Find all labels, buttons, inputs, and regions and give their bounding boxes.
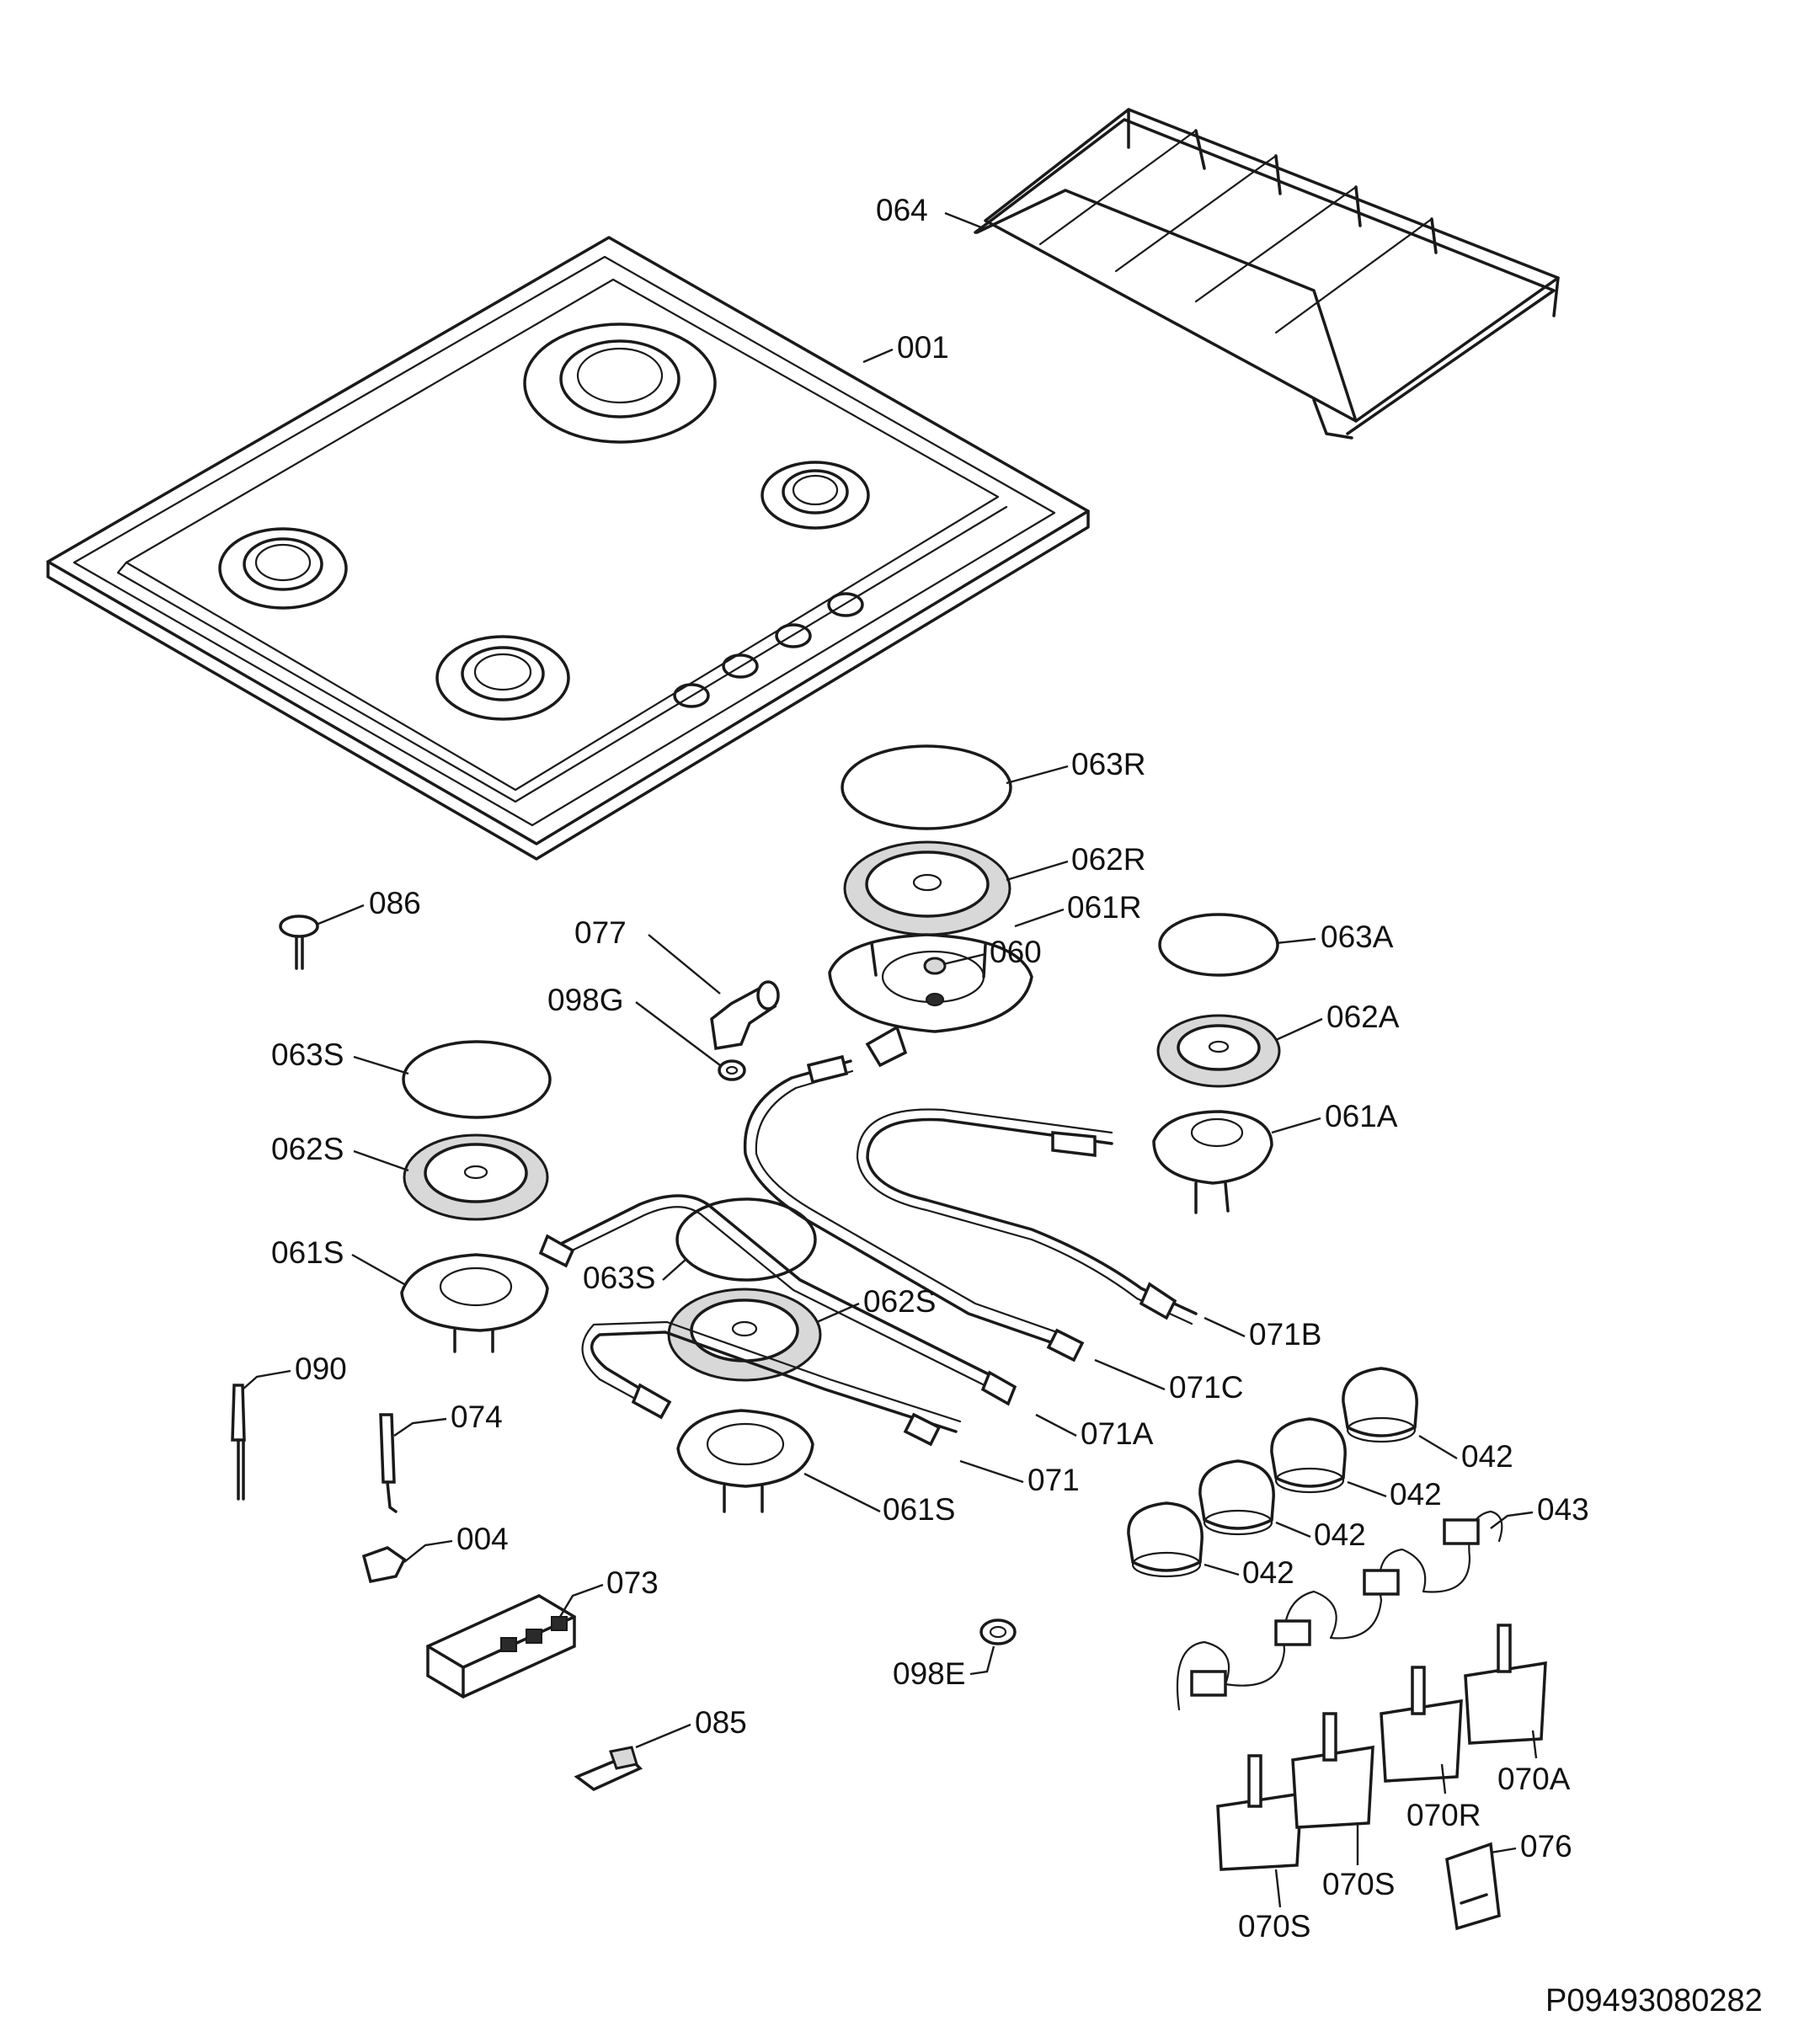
- hob-burner-right: [761, 461, 870, 530]
- label-061R: 061R: [1067, 890, 1141, 925]
- label-063R: 063R: [1071, 747, 1145, 781]
- label-071: 071: [1027, 1463, 1080, 1497]
- label-062S-left: 062S: [271, 1132, 344, 1166]
- gas-tap-070S-a: [1216, 1754, 1303, 1871]
- semi-burner-cap-063S-center: [675, 1197, 817, 1282]
- label-004: 004: [456, 1522, 509, 1556]
- knob-hole-2: [722, 653, 759, 679]
- washer-098G: [718, 1059, 746, 1081]
- rapid-burner-base-061R: [828, 933, 1033, 1068]
- ignition-electrode-074: [379, 1413, 398, 1513]
- elbow-connector-077: [710, 980, 780, 1051]
- gas-pipe-071B: [856, 1108, 1198, 1325]
- gas-pipe-071C: [743, 1054, 1085, 1362]
- knob-042-3: [1270, 1417, 1347, 1494]
- aux-burner-crown-062A: [1156, 1014, 1281, 1088]
- ignition-unit-073: [426, 1594, 576, 1698]
- semi-burner-cap-063S-left: [402, 1040, 552, 1119]
- label-062S-center: 062S: [863, 1284, 936, 1319]
- label-042-4: 042: [1461, 1439, 1513, 1474]
- clip-085: [574, 1746, 643, 1792]
- label-001: 001: [897, 330, 949, 365]
- rapid-burner-crown-062R: [843, 840, 1011, 936]
- pan-support-064: [974, 108, 1560, 440]
- semi-burner-crown-062S-left: [403, 1133, 549, 1221]
- thermocouple-090: [231, 1384, 246, 1501]
- knob-042-2: [1198, 1459, 1275, 1536]
- knob-hole-3: [775, 623, 812, 648]
- knob-hole-4: [827, 592, 864, 617]
- label-071A: 071A: [1081, 1416, 1154, 1451]
- label-042-3: 042: [1390, 1477, 1442, 1512]
- gas-pipe-071: [581, 1320, 962, 1447]
- hob-burner-large: [523, 323, 717, 444]
- washer-098E: [979, 1618, 1017, 1645]
- label-063A: 063A: [1321, 920, 1394, 954]
- label-062R: 062R: [1071, 842, 1145, 877]
- gas-tap-070R: [1380, 1666, 1463, 1783]
- hob-burner-front: [435, 635, 570, 721]
- label-085: 085: [695, 1705, 747, 1740]
- label-098E: 098E: [893, 1656, 965, 1691]
- clip-004: [361, 1546, 407, 1584]
- label-042-1: 042: [1242, 1555, 1294, 1590]
- aux-burner-base-061A: [1152, 1110, 1273, 1214]
- label-071C: 071C: [1169, 1370, 1243, 1405]
- label-070R: 070R: [1406, 1798, 1481, 1832]
- knob-042-4: [1342, 1367, 1418, 1443]
- knob-hole-1: [673, 683, 710, 708]
- label-086: 086: [369, 886, 421, 920]
- label-063S-center: 063S: [583, 1261, 655, 1295]
- label-070S-b: 070S: [1322, 1867, 1395, 1901]
- hob-burner-left: [218, 527, 348, 610]
- microswitch-harness-043: [1176, 1510, 1503, 1711]
- aux-burner-cap-063A: [1158, 913, 1279, 977]
- label-043: 043: [1537, 1492, 1589, 1527]
- label-073: 073: [606, 1565, 659, 1600]
- label-061S-center: 061S: [883, 1492, 955, 1527]
- label-061S-left: 061S: [271, 1235, 344, 1270]
- label-061A: 061A: [1325, 1099, 1398, 1133]
- injector-060: [923, 957, 947, 1006]
- label-070S-a: 070S: [1238, 1909, 1310, 1944]
- semi-burner-crown-062S-center: [667, 1288, 822, 1382]
- leader-lines: [242, 211, 1538, 1908]
- label-077: 077: [574, 915, 627, 950]
- label-071B: 071B: [1249, 1317, 1321, 1352]
- label-090: 090: [295, 1352, 347, 1386]
- label-076: 076: [1520, 1829, 1572, 1864]
- label-064: 064: [876, 193, 928, 227]
- label-060: 060: [990, 935, 1042, 969]
- label-074: 074: [451, 1400, 503, 1434]
- document-id: P09493080282: [1545, 1983, 1763, 2018]
- hob-top-001: [46, 236, 1090, 861]
- label-042-2: 042: [1314, 1517, 1366, 1552]
- screw-086: [279, 915, 319, 970]
- label-063S-left: 063S: [271, 1037, 344, 1072]
- knob-042-1: [1127, 1501, 1204, 1578]
- bracket-076: [1445, 1842, 1501, 1931]
- label-070A: 070A: [1497, 1762, 1571, 1796]
- gas-tap-070S-b: [1291, 1712, 1374, 1829]
- label-098G: 098G: [547, 983, 624, 1017]
- semi-burner-base-061S-center: [676, 1409, 814, 1513]
- semi-burner-base-061S-left: [400, 1253, 549, 1353]
- label-062A: 062A: [1326, 1000, 1400, 1034]
- gas-tap-070A: [1464, 1624, 1547, 1745]
- rapid-burner-cap-063R: [841, 744, 1012, 830]
- part-labels: 064 001 063R 062R 061R 060 086 077 098G …: [271, 193, 1589, 1944]
- gas-pipe-071A: [538, 1194, 1017, 1406]
